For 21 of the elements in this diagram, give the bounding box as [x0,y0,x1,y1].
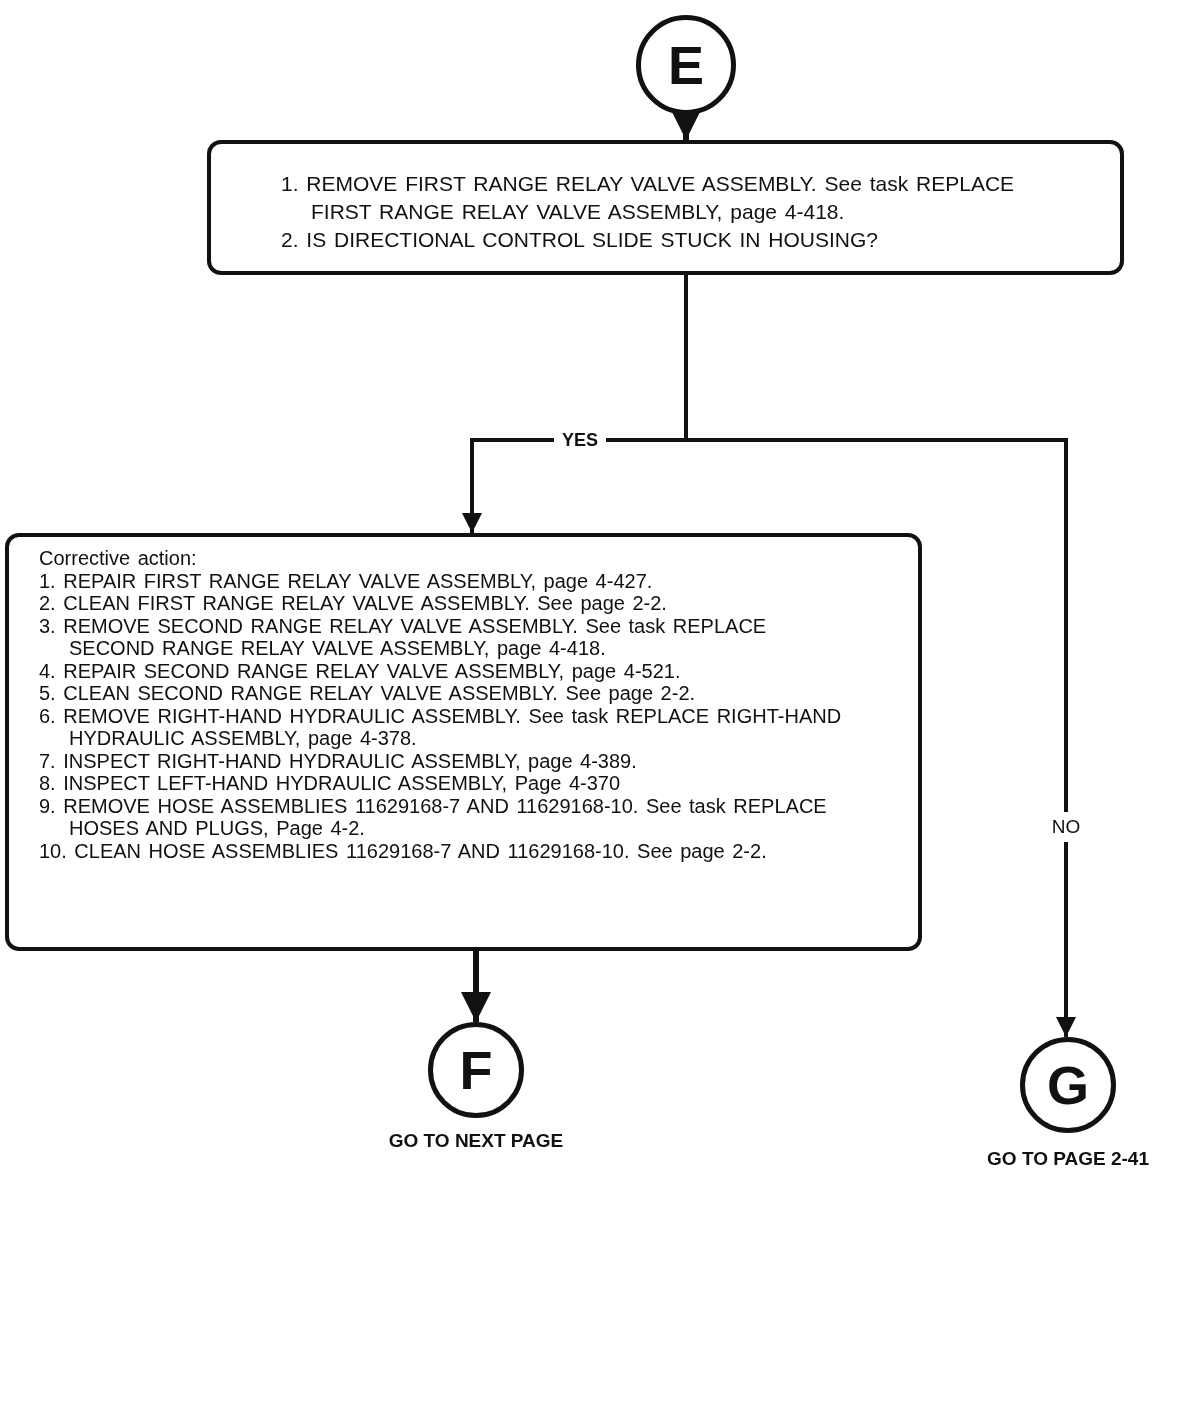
step-text: 10. CLEAN HOSE ASSEMBLIES 11629168-7 AND 11629168-10. See page 2-2. [39,839,768,862]
step-text: 5. CLEAN SECOND RANGE RELAY VALVE ASSEMBLY. See page 2-2. [39,682,697,705]
step-text: 1. REMOVE FIRST RANGE RELAY VALVE ASSEMBLY. See task REPLACE FIRST RANGE RELAY VALVE ASSEMBLY, page 4-418. [281,171,1016,225]
connector-letter: E [668,38,704,92]
step-text: 4. REPAIR SECOND RANGE RELAY VALVE ASSEMBLY, page 4-521. [39,659,682,682]
step-text: 9. REMOVE HOSE ASSEMBLIES 11629168-7 AND 11629168-10. See task REPLACE HOSES AND PLUGS, Page 4-2. [39,794,828,840]
connector-letter: G [1047,1058,1089,1112]
step-text: 8. INSPECT LEFT-HAND HYDRAULIC ASSEMBLY, Page 4-370 [39,772,622,795]
step-text: 2. CLEAN FIRST RANGE RELAY VALVE ASSEMBLY. See page 2-2. [39,592,668,615]
process-box [5,533,922,951]
note-text: GO TO NEXT PAGE [388,1130,564,1152]
step-text: 7. INSPECT RIGHT-HAND HYDRAULIC ASSEMBLY, page 4-389. [39,749,638,772]
heading-text: Corrective action: [39,547,198,570]
step-text: 6. REMOVE RIGHT-HAND HYDRAULIC ASSEMBLY. See task REPLACE RIGHT-HAND HYDRAULIC ASSEMBLY, page 4-378. [39,704,843,750]
step-text: 3. REMOVE SECOND RANGE RELAY VALVE ASSEMBLY. See task REPLACE SECOND RANGE RELAY VALVE ASSEMBLY, page 4-418. [39,614,768,660]
arrow [461,951,491,1022]
note-text: GO TO PAGE 2-41 [987,1148,1149,1170]
step-text: 2. IS DIRECTIONAL CONTROL SLIDE STUCK IN HOUSING? [281,227,880,253]
process-box [207,140,1124,275]
step-text: 1. REPAIR FIRST RANGE RELAY VALVE ASSEMBLY, page 4-427. [39,569,654,592]
connector-letter: F [459,1043,493,1097]
